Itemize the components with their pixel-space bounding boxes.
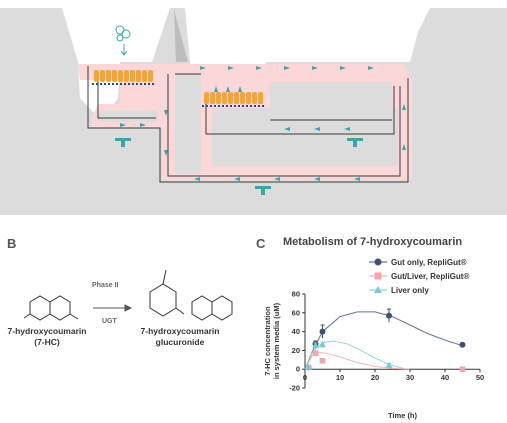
data-point-gut-liver: [459, 366, 466, 372]
x-axis-label: Time (h): [388, 411, 418, 420]
panel-c-letter: C: [256, 236, 266, 251]
product-name-line1: 7-hydroxycoumarin: [140, 326, 220, 336]
legend-label: Gut only, RepliGut®: [391, 258, 467, 267]
y-tick-label: 20: [292, 346, 300, 355]
y-tick-label: 0: [296, 365, 300, 374]
product-label: 7-hydroxycoumarin glucuronide: [134, 326, 226, 348]
legend-label: Gut/Liver, RepliGut®: [391, 272, 469, 281]
inner-block-1: [175, 74, 201, 174]
reactant-name: 7-hydroxycoumarin: [7, 326, 87, 336]
flow-arrows: [120, 66, 406, 181]
data-point-gut-liver: [312, 350, 319, 357]
compound-dose-icon: [115, 25, 131, 56]
reactant-abbrev: (7-HC): [34, 337, 60, 347]
x-tick-label: 40: [441, 373, 449, 382]
chip-spike: [174, 10, 188, 62]
data-point-gut: [386, 312, 392, 319]
y-tick-label: 80: [292, 290, 300, 299]
data-point-liver: [305, 363, 312, 370]
data-point-gut-liver: [319, 357, 326, 364]
data-point-liver: [385, 361, 393, 368]
reactant-structure: [23, 295, 79, 321]
y-axis-label: 7-HC concentrationin system media (uM): [263, 302, 281, 379]
inner-block-2: [212, 108, 398, 166]
panel-b-letter: B: [7, 236, 17, 251]
x-tick-label: 20: [371, 373, 379, 382]
fit-curve-0: [304, 311, 463, 370]
x-tick-label: 10: [336, 373, 344, 382]
y-tick-label: -20: [289, 384, 300, 393]
arrow-bottom-label: UGT: [102, 318, 117, 325]
y-tick-label: 40: [292, 327, 300, 336]
valve-icons: [115, 138, 363, 195]
x-tick-label: 30: [406, 373, 414, 382]
liver-cell-layer: [204, 92, 263, 104]
chart-title: Metabolism of 7-hydroxycoumarin: [283, 236, 463, 248]
x-tick-label: 50: [476, 373, 484, 382]
arrow-top-label: Phase II: [92, 282, 119, 289]
reaction-scheme: Phase II UGT 7-hydroxycoumarin (7-HC) 7-…: [0, 230, 250, 423]
gut-cell-layer: [94, 70, 153, 82]
reactant-label: 7-hydroxycoumarin (7-HC): [4, 326, 90, 348]
microfluidic-chip-diagram: [0, 8, 507, 215]
structures: [23, 269, 233, 321]
y-tick-label: 60: [292, 308, 300, 317]
data-point-gut: [459, 341, 466, 348]
data-point-liver: [319, 341, 326, 348]
x-tick-label: 0: [303, 373, 307, 382]
data-point-gut: [319, 328, 326, 335]
product-name-line2: glucuronide: [155, 337, 205, 347]
inner-block-3: [270, 82, 392, 120]
inner-block-4: [98, 110, 158, 122]
product-structure: [149, 269, 233, 321]
reaction-arrow: [93, 304, 133, 312]
data-point-liver: [312, 342, 319, 349]
legend-label: Liver only: [391, 286, 429, 295]
fit-curve-2: [304, 340, 404, 370]
